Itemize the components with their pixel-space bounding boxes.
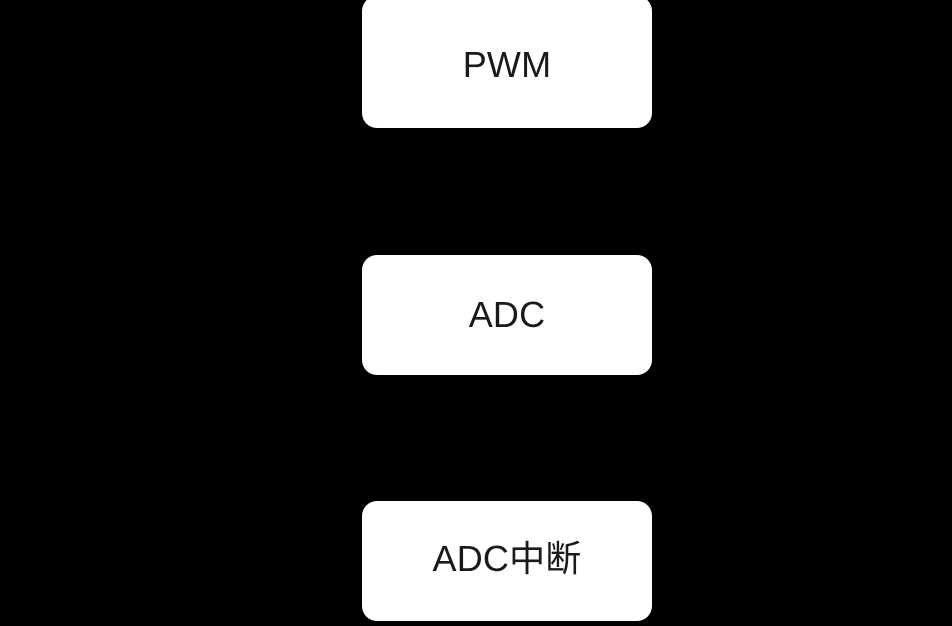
node-adc-label: ADC xyxy=(468,294,546,335)
node-adc-interrupt-label: ADC中断 xyxy=(432,538,582,579)
node-adc-interrupt[interactable]: ADC中断 xyxy=(362,501,652,621)
node-pwm[interactable]: PWM xyxy=(362,0,652,128)
node-pwm-label: PWM xyxy=(462,44,552,85)
node-adc[interactable]: ADC xyxy=(362,255,652,375)
